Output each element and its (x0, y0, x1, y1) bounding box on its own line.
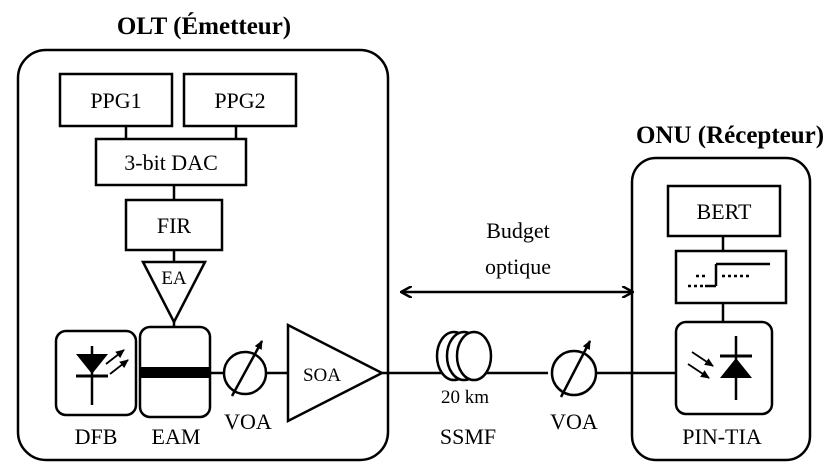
pin-tia-label: PIN-TIA (682, 424, 762, 449)
photodiode-icon (687, 336, 752, 400)
onu-title: ONU (Récepteur) (636, 122, 824, 149)
ppg1-block (58, 72, 174, 128)
ppg2-label: PPG2 (214, 88, 265, 113)
dfb-block (54, 329, 138, 417)
pin-tia-block (674, 320, 774, 416)
olt-box (16, 48, 390, 462)
fiber-spool-icon (435, 330, 493, 382)
voa-olt-label: VOA (224, 409, 272, 434)
ppg2-block (182, 72, 298, 128)
eam-waveguide (140, 367, 210, 378)
fiber-length-label: 20 km (441, 387, 489, 408)
onu-box (630, 156, 812, 462)
voa-link-icon (550, 340, 598, 398)
threshold-decision-icon (688, 262, 770, 288)
fir-label: FIR (157, 213, 192, 238)
laser-diode-icon (76, 346, 129, 405)
budget-label-line2: optique (485, 254, 551, 279)
ea-amplifier (140, 260, 208, 325)
olt-title: OLT (Émetteur) (117, 12, 291, 40)
budget-label-line1: Budget (486, 218, 550, 243)
fiber-type-label: SSMF (440, 424, 496, 449)
ppg1-label: PPG1 (90, 88, 141, 113)
dfb-label: DFB (75, 424, 118, 449)
ea-label: EA (161, 268, 187, 289)
bert-label: BERT (697, 199, 752, 224)
soa-label: SOA (303, 365, 341, 386)
dac-block (94, 137, 248, 187)
eam-label: EAM (152, 424, 201, 449)
dac-label: 3-bit DAC (124, 150, 218, 175)
soa-amplifier (286, 322, 385, 424)
voa-link-label: VOA (550, 409, 598, 434)
voa-olt-icon (222, 340, 268, 397)
